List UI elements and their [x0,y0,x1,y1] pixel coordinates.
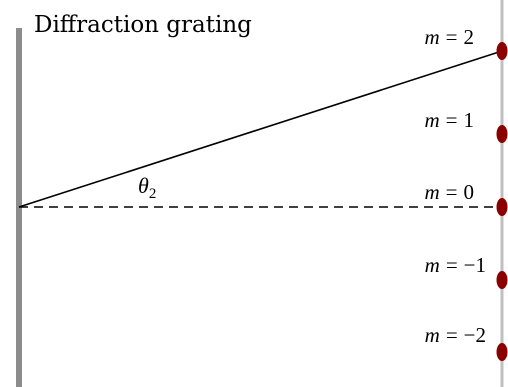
diffracted-ray-m2 [18,50,503,208]
angle-symbol: θ [138,173,149,198]
angle-label: θ2 [138,173,156,202]
order-label-m1: m=1 [424,108,474,132]
spot-m2 [496,42,508,60]
spot-m0 [496,198,508,216]
spot-m-neg1 [496,271,508,289]
diagram-title: Diffraction grating [34,12,252,38]
angle-subscript: 2 [149,186,157,202]
spot-m-neg2 [496,343,508,361]
order-label-m-neg1: m=−1 [425,253,486,277]
order-label-m0: m=0 [424,180,474,204]
order-label-m2: m=2 [424,25,474,49]
spot-m1 [496,125,508,143]
order-label-m-neg2: m=−2 [425,323,486,347]
